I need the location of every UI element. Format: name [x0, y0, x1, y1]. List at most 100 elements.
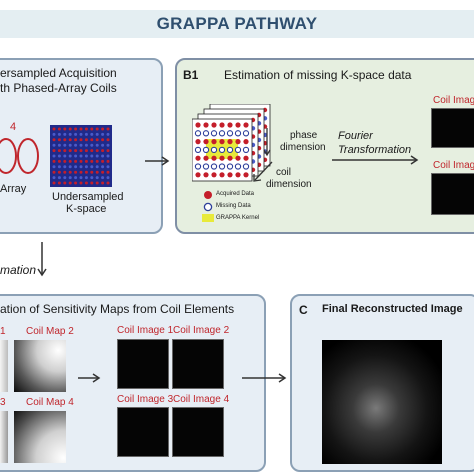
- missing-sample: [101, 176, 105, 180]
- legend-kernel-swatch: [202, 214, 214, 222]
- left-cut-label: mation: [0, 263, 37, 277]
- acquired-sample: [57, 170, 61, 174]
- missing-sample: [218, 130, 226, 137]
- panel-b1-heading: Estimation of missing K-space data: [224, 68, 412, 82]
- title-banner: GRAPPA PATHWAY: [0, 10, 474, 38]
- acquired-sample: [74, 170, 78, 174]
- undersampled-kspace-grid: [50, 125, 112, 187]
- acquired-sample: [84, 170, 88, 174]
- coil-image-label-bottom: Coil Image: [433, 160, 474, 171]
- missing-sample: [52, 165, 56, 169]
- missing-sample: [101, 132, 105, 136]
- acquired-sample: [219, 139, 225, 145]
- acquired-sample: [219, 172, 225, 178]
- missing-sample: [79, 165, 83, 169]
- acquired-sample: [195, 139, 201, 145]
- acquired-sample: [203, 172, 209, 178]
- missing-sample: [194, 163, 202, 170]
- acquired-sample: [74, 149, 78, 153]
- acquired-sample: [57, 138, 61, 142]
- coil-map-2: [14, 340, 66, 392]
- acquired-sample: [79, 127, 83, 131]
- legend-acquired-marker: [204, 191, 212, 199]
- acquired-sample: [57, 149, 61, 153]
- missing-sample: [194, 130, 202, 137]
- final-reconstructed-image: [322, 340, 442, 464]
- acquired-sample: [95, 181, 99, 185]
- acquired-sample: [95, 170, 99, 174]
- missing-sample: [95, 143, 99, 147]
- acquired-sample: [84, 149, 88, 153]
- acquired-sample: [235, 122, 241, 128]
- acquired-sample: [84, 138, 88, 142]
- missing-sample: [52, 154, 56, 158]
- acquired-sample: [235, 155, 241, 161]
- coil-image-1: [117, 339, 169, 389]
- missing-sample: [57, 132, 61, 136]
- missing-sample: [57, 165, 61, 169]
- missing-sample: [210, 130, 218, 137]
- acquired-sample: [203, 139, 209, 145]
- missing-sample: [84, 154, 88, 158]
- panel-b1-tag: B1: [183, 68, 199, 82]
- acquired-sample: [101, 170, 105, 174]
- missing-sample: [90, 143, 94, 147]
- acquired-sample: [243, 155, 249, 161]
- acquired-sample: [57, 159, 61, 163]
- missing-sample: [226, 146, 234, 154]
- missing-sample: [63, 176, 67, 180]
- missing-sample: [74, 154, 78, 158]
- acquired-sample: [106, 138, 110, 142]
- acquired-sample: [211, 155, 217, 161]
- acquired-sample: [211, 139, 217, 145]
- acquired-sample: [101, 159, 105, 163]
- acquired-sample: [57, 127, 61, 131]
- acquired-sample: [84, 127, 88, 131]
- acquired-sample: [235, 139, 241, 145]
- coil-image-3-label: Coil Image 3: [117, 394, 174, 405]
- acquired-sample: [195, 122, 201, 128]
- missing-sample: [84, 176, 88, 180]
- coil-dimension-label-2: dimension: [266, 179, 312, 190]
- acquired-sample: [203, 122, 209, 128]
- acquired-sample: [95, 159, 99, 163]
- kspace-label-line2: K-space: [66, 203, 107, 215]
- acquired-sample: [79, 170, 83, 174]
- coil-kspace-sheet: [192, 118, 253, 182]
- missing-sample: [202, 130, 210, 137]
- acquired-sample: [219, 155, 225, 161]
- missing-sample: [234, 163, 242, 170]
- acquired-sample: [74, 159, 78, 163]
- fourier-label-2: Transformation: [338, 144, 412, 156]
- missing-sample: [101, 143, 105, 147]
- missing-sample: [52, 143, 56, 147]
- missing-sample: [95, 176, 99, 180]
- acquired-sample: [68, 181, 72, 185]
- fourier-arrow-icon: [332, 155, 419, 165]
- phase-dimension-label-2: dimension: [280, 142, 326, 153]
- acquired-sample: [63, 127, 67, 131]
- acquired-sample: [68, 138, 72, 142]
- missing-sample: [101, 154, 105, 158]
- missing-sample: [74, 132, 78, 136]
- acquired-sample: [52, 127, 56, 131]
- missing-sample: [202, 146, 210, 154]
- missing-sample: [95, 165, 99, 169]
- missing-sample: [52, 132, 56, 136]
- acquired-sample: [52, 149, 56, 153]
- missing-sample: [234, 146, 242, 154]
- acquired-sample: [74, 127, 78, 131]
- coil-map-4: [14, 411, 66, 463]
- arrow-down-icon: [37, 242, 47, 277]
- missing-sample: [84, 143, 88, 147]
- acquired-sample: [106, 181, 110, 185]
- acquired-sample: [95, 149, 99, 153]
- acquired-sample: [106, 159, 110, 163]
- missing-sample: [234, 130, 242, 137]
- acquired-sample: [106, 170, 110, 174]
- missing-sample: [57, 176, 61, 180]
- missing-sample: [68, 132, 72, 136]
- coil-dimension-arrow-icon: [253, 161, 273, 182]
- arrow-right-icon: [78, 373, 101, 383]
- acquired-sample: [79, 138, 83, 142]
